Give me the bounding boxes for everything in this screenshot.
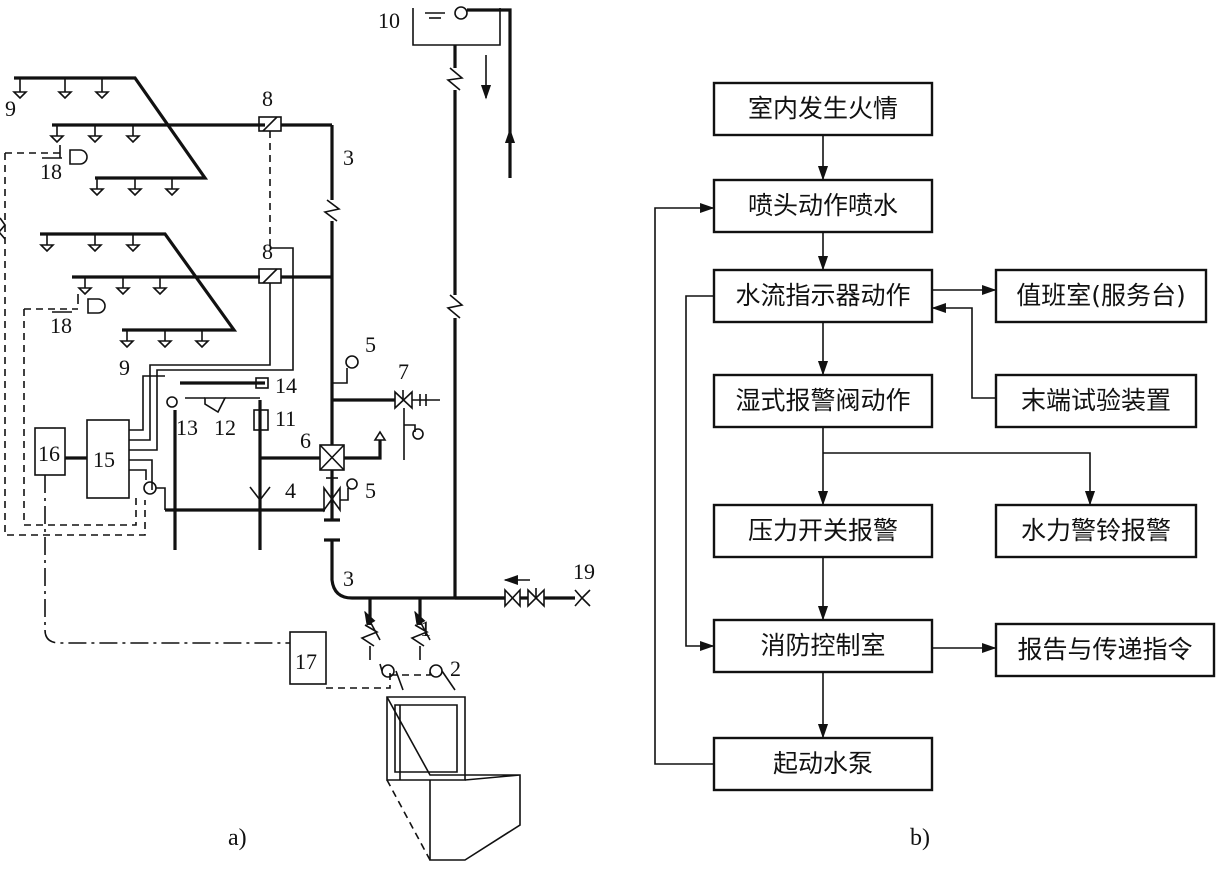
label-3-top: 3 — [343, 145, 354, 170]
label-3-bottom: 3 — [343, 566, 354, 591]
panel-b-flowchart: 室内发生火情 喷头动作喷水 水流指示器动作 值班室(服务台) 湿式报警阀动作 末… — [654, 81, 1216, 851]
node-sprinkler: 喷头动作喷水 — [712, 178, 934, 234]
node-sprinkler-label: 喷头动作喷水 — [748, 191, 898, 220]
main-riser — [323, 125, 505, 600]
label-12: 12 — [214, 415, 236, 440]
control-panels — [34, 247, 294, 510]
node-fire: 室内发生火情 — [712, 81, 934, 137]
node-duty-room-label: 值班室(服务台) — [1016, 281, 1186, 310]
arrow-endtest-to-flow — [931, 302, 996, 399]
roof-water-tank — [412, 6, 516, 178]
label-9-top: 9 — [5, 96, 16, 121]
flow-arrows — [654, 135, 1096, 765]
panel-a-schematic: 1 2 3 3 4 5 5 6 7 8 8 9 9 10 11 12 13 14… — [0, 6, 595, 861]
node-alarm-valve: 湿式报警阀动作 — [712, 373, 934, 429]
label-14: 14 — [275, 373, 297, 398]
label-5-bottom: 5 — [365, 478, 376, 503]
dashed-signal-lines — [0, 131, 431, 689]
node-report: 报告与传递指令 — [994, 622, 1216, 678]
sprinkler-heads-lower — [39, 234, 210, 349]
label-10: 10 — [378, 8, 400, 33]
label-15: 15 — [93, 447, 115, 472]
label-5-top: 5 — [365, 332, 376, 357]
label-8-top: 8 — [262, 86, 273, 111]
node-end-test-label: 末端试验装置 — [1021, 386, 1171, 415]
label-18-bottom: 18 — [50, 313, 72, 338]
label-4: 4 — [285, 478, 296, 503]
node-duty-room: 值班室(服务台) — [994, 268, 1208, 324]
node-start-pump-label: 起动水泵 — [773, 749, 873, 778]
node-fire-label: 室内发生火情 — [748, 94, 898, 123]
label-6: 6 — [300, 428, 311, 453]
tank-down-pipe — [446, 45, 464, 598]
arrow-valve-to-bell — [823, 452, 1096, 506]
node-pressure-switch: 压力开关报警 — [712, 503, 934, 559]
sprinkler-heads-upper — [12, 78, 180, 197]
label-13: 13 — [176, 415, 198, 440]
caption-a: a) — [228, 825, 247, 851]
upper-floor-branches — [12, 76, 332, 197]
alarm-valve-station — [165, 355, 440, 550]
node-pressure-switch-label: 压力开关报警 — [748, 516, 898, 545]
label-17: 17 — [295, 649, 317, 674]
node-flow-indicator: 水流指示器动作 — [712, 268, 934, 324]
pump-section — [289, 598, 521, 861]
node-end-test: 末端试验装置 — [994, 373, 1198, 429]
label-1: 1 — [420, 616, 431, 641]
node-alarm-valve-label: 湿式报警阀动作 — [735, 386, 910, 415]
node-start-pump: 起动水泵 — [712, 736, 934, 792]
label-18-top: 18 — [40, 159, 62, 184]
label-19: 19 — [573, 559, 595, 584]
node-report-label: 报告与传递指令 — [1017, 635, 1192, 664]
label-16: 16 — [38, 441, 60, 466]
node-control-room-label: 消防控制室 — [760, 631, 885, 660]
caption-b: b) — [910, 825, 930, 851]
label-2: 2 — [450, 656, 461, 681]
label-8-bottom: 8 — [262, 239, 273, 264]
node-water-bell-label: 水力警铃报警 — [1021, 516, 1171, 545]
node-water-bell: 水力警铃报警 — [994, 503, 1198, 559]
component-labels: 1 2 3 3 4 5 5 6 7 8 8 9 9 10 11 12 13 14… — [5, 8, 595, 681]
label-9-bottom: 9 — [119, 355, 130, 380]
label-7: 7 — [398, 359, 409, 384]
arrow-pump-to-sprinkler — [654, 202, 715, 765]
node-control-room: 消防控制室 — [712, 618, 934, 674]
arrow-flow-to-control — [685, 295, 715, 652]
lower-floor-branches — [39, 232, 332, 349]
node-flow-indicator-label: 水流指示器动作 — [735, 281, 910, 310]
label-11: 11 — [275, 406, 296, 431]
test-connection — [455, 574, 591, 609]
